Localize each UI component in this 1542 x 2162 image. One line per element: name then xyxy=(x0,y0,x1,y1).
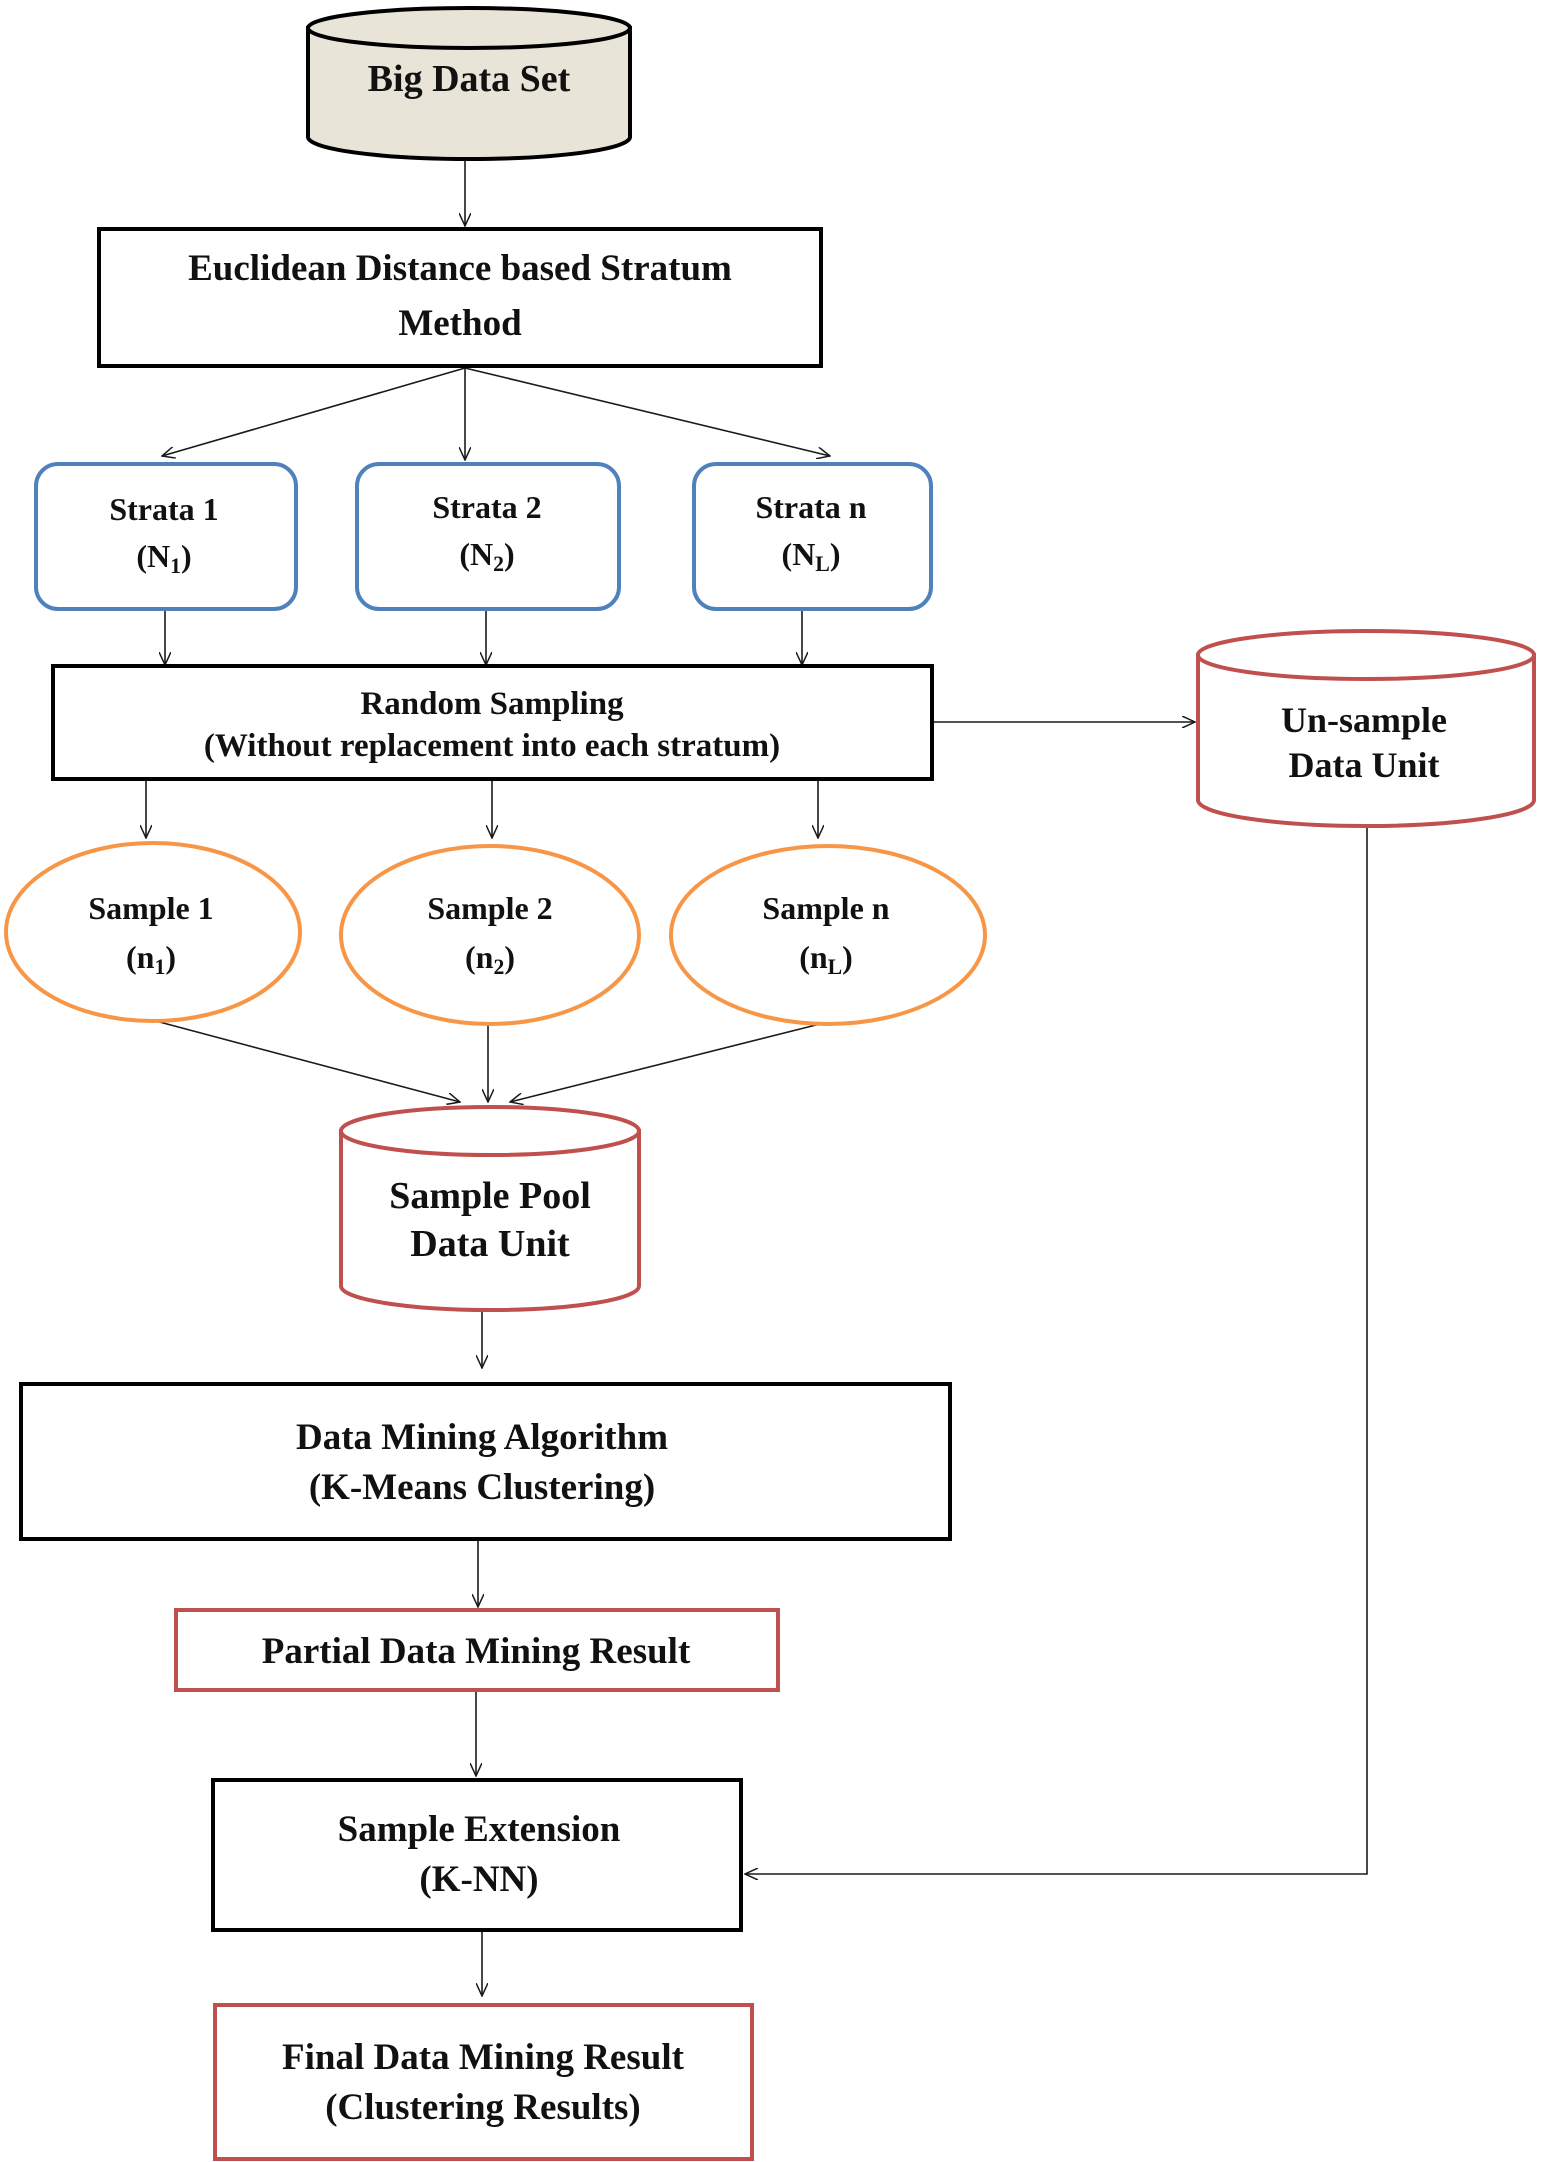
partial-result-box xyxy=(174,1608,780,1692)
sample-1-node: Sample 1 (n1) xyxy=(4,841,302,1023)
strata-1-box xyxy=(34,462,298,611)
sample-1-count: (n1) xyxy=(126,939,176,979)
sample-extension-line1: Sample Extension xyxy=(338,1809,621,1850)
edge-stratum-to-strata1 xyxy=(162,367,466,456)
mining-algorithm-box xyxy=(19,1382,952,1541)
final-result-box xyxy=(213,2003,754,2161)
final-result-line1: Final Data Mining Result xyxy=(282,2037,685,2078)
strata-2-node: Strata 2 (N2) xyxy=(355,462,621,611)
sample-pool-shape xyxy=(339,1129,641,1312)
strata-n-node: Strata n (NL) xyxy=(692,462,933,611)
strata-2-count: (N2) xyxy=(459,536,514,576)
partial-result-label: Partial Data Mining Result xyxy=(262,1631,691,1672)
sample-extension-line2: (K-NN) xyxy=(419,1859,538,1900)
big-data-set-node: Big Data Set xyxy=(306,6,632,161)
strata-n-count: (NL) xyxy=(782,536,841,576)
strata-1-label: Strata 1 xyxy=(109,491,218,527)
strata-n-label: Strata n xyxy=(755,489,866,525)
edges xyxy=(146,160,1368,1996)
edge-stratum-to-stratan xyxy=(464,367,830,456)
sample-2-count: (n2) xyxy=(465,939,515,979)
sample-2-node: Sample 2 (n2) xyxy=(339,844,641,1026)
strata-2-box xyxy=(355,462,621,611)
sample-1-label: Sample 1 xyxy=(88,890,213,926)
sample-extension-node: Sample Extension (K-NN) xyxy=(211,1778,743,1932)
strata-2-label: Strata 2 xyxy=(432,489,541,525)
unsample-unit-shape xyxy=(1196,653,1536,828)
unsample-unit-line2: Data Unit xyxy=(1289,745,1440,785)
big-data-set-shape xyxy=(306,26,632,161)
strata-n-box xyxy=(692,462,933,611)
sample-n-node: Sample n (nL) xyxy=(669,844,987,1026)
sample-1-ellipse xyxy=(4,841,302,1023)
sample-pool-top xyxy=(339,1105,641,1157)
big-data-set-label: Big Data Set xyxy=(368,58,571,100)
sample-pool-line2: Data Unit xyxy=(410,1223,570,1265)
mining-algorithm-line1: Data Mining Algorithm xyxy=(296,1417,668,1458)
mining-algorithm-node: Data Mining Algorithm (K-Means Clusterin… xyxy=(19,1382,952,1541)
sample-n-count: (nL) xyxy=(799,939,853,979)
partial-result-node: Partial Data Mining Result xyxy=(174,1608,780,1692)
sample-2-ellipse xyxy=(339,844,641,1026)
sample-pool-node: Sample Pool Data Unit xyxy=(339,1105,641,1312)
random-sampling-line2: (Without replacement into each stratum) xyxy=(204,728,780,764)
final-result-line2: (Clustering Results) xyxy=(325,2087,641,2128)
stratum-method-line2: Method xyxy=(398,303,522,344)
stratum-method-line1: Euclidean Distance based Stratum xyxy=(188,248,732,289)
sample-2-label: Sample 2 xyxy=(427,890,552,926)
unsample-unit-node: Un-sample Data Unit xyxy=(1196,629,1536,828)
sample-n-ellipse xyxy=(669,844,987,1026)
sample-extension-box xyxy=(211,1778,743,1932)
big-data-set-top xyxy=(306,6,632,50)
sample-n-label: Sample n xyxy=(762,890,889,926)
edge-sample1-to-pool xyxy=(151,1019,460,1102)
stratum-method-box xyxy=(97,227,823,368)
edge-samplen-to-pool xyxy=(510,1021,829,1102)
strata-1-count: (N1) xyxy=(136,538,191,578)
final-result-node: Final Data Mining Result (Clustering Res… xyxy=(213,2003,754,2161)
sample-pool-line1: Sample Pool xyxy=(389,1175,591,1217)
unsample-unit-line1: Un-sample xyxy=(1281,700,1447,740)
unsample-unit-top xyxy=(1196,629,1536,681)
strata-1-node: Strata 1 (N1) xyxy=(34,462,298,611)
mining-algorithm-line2: (K-Means Clustering) xyxy=(309,1467,655,1508)
edge-unsample-to-extension xyxy=(745,828,1368,1874)
stratum-method-node: Euclidean Distance based Stratum Method xyxy=(97,227,823,368)
random-sampling-box xyxy=(51,664,934,781)
random-sampling-node: Random Sampling (Without replacement int… xyxy=(51,664,934,781)
random-sampling-line1: Random Sampling xyxy=(360,686,624,722)
